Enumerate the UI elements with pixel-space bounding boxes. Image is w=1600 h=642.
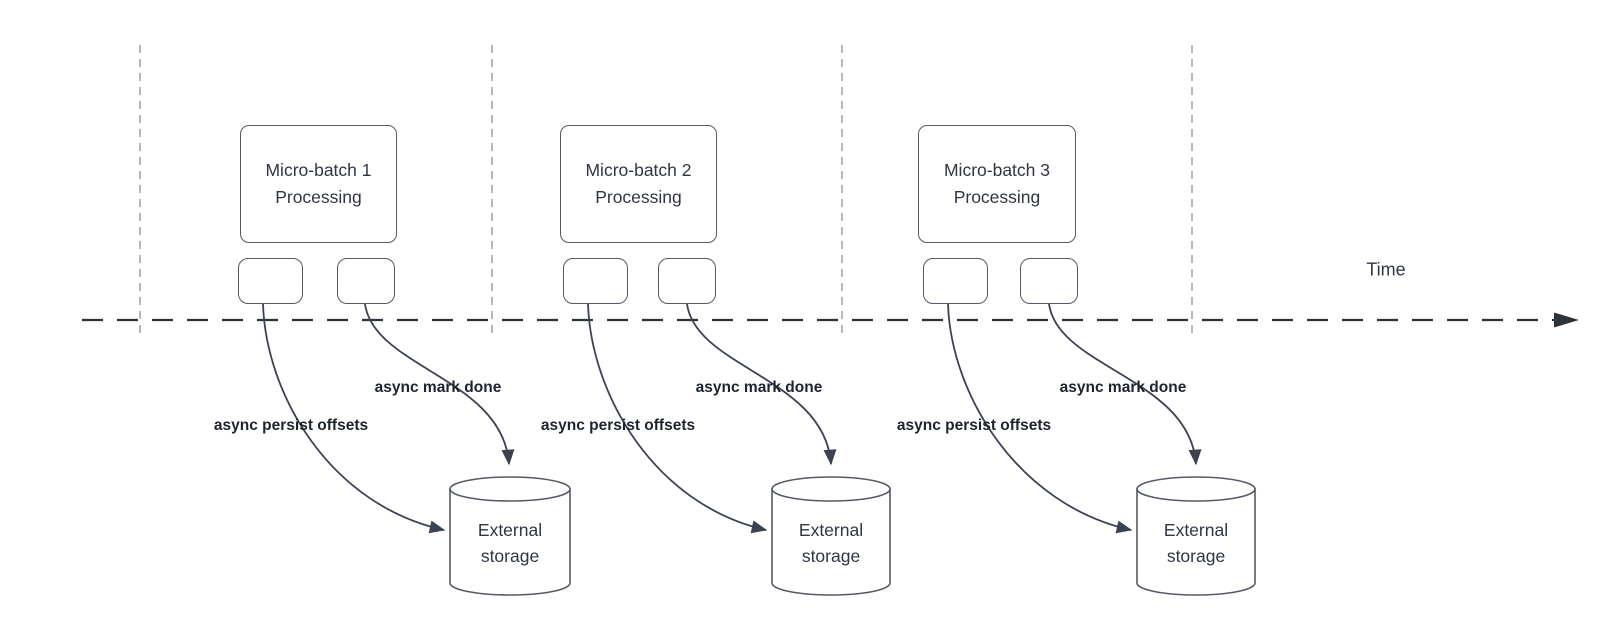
processing-box-title-line1: Micro-batch 3	[943, 160, 1050, 180]
cylinder-body	[1136, 488, 1256, 596]
commit-task-box-3	[1020, 258, 1078, 304]
persist-offsets-label-2: async persist offsets	[540, 417, 696, 434]
mark-done-label-1: async mark done	[374, 379, 502, 396]
cylinder-top	[1136, 476, 1256, 502]
storage-label-line1: External	[1163, 520, 1229, 540]
processing-box-1: Micro-batch 1 Processing	[240, 125, 397, 243]
storage-label-line1: External	[798, 520, 864, 540]
processing-box-title-line2: Processing	[953, 187, 1041, 207]
external-storage-label-1: External storage	[450, 517, 570, 569]
mark-done-label-2: async mark done	[695, 379, 823, 396]
commit-task-box-1	[337, 258, 395, 304]
persist-offsets-label-3: async persist offsets	[896, 417, 1052, 434]
cylinder-top	[771, 476, 891, 502]
storage-label-line1: External	[477, 520, 543, 540]
external-storage-label-3: External storage	[1136, 517, 1256, 569]
persist-offsets-arrow-2	[587, 303, 768, 534]
external-storage-cylinder-1	[449, 476, 571, 596]
mark-done-arrow-2	[686, 303, 837, 466]
external-storage-cylinder-3	[1136, 476, 1256, 596]
processing-box-title-line1: Micro-batch 2	[585, 160, 692, 180]
mark-done-label-3: async mark done	[1059, 379, 1187, 396]
cylinder-body	[771, 488, 891, 596]
cylinder-body	[449, 488, 571, 596]
external-storage-label-2: External storage	[771, 517, 891, 569]
offset-task-box-1	[238, 258, 303, 304]
processing-box-title-line2: Processing	[595, 187, 682, 207]
time-axis-label: Time	[1366, 259, 1406, 280]
mark-done-arrow-3	[1048, 303, 1202, 466]
mark-done-arrow-1	[364, 303, 515, 466]
cylinder-top	[449, 476, 571, 502]
commit-task-box-2	[658, 258, 716, 304]
storage-label-line2: storage	[480, 546, 540, 566]
persist-offsets-arrow-3	[947, 303, 1133, 534]
offset-task-box-3	[923, 258, 988, 304]
storage-label-line2: storage	[801, 546, 861, 566]
timeline-arrowhead	[1554, 312, 1579, 328]
persist-offsets-arrow-1	[262, 303, 446, 534]
processing-box-2: Micro-batch 2 Processing	[560, 125, 717, 243]
offset-task-box-2	[563, 258, 628, 304]
storage-label-line2: storage	[1166, 546, 1226, 566]
processing-box-title-line1: Micro-batch 1	[265, 160, 372, 180]
persist-offsets-label-1: async persist offsets	[213, 417, 369, 434]
processing-box-title-line2: Processing	[275, 187, 362, 207]
external-storage-cylinder-2	[771, 476, 891, 596]
processing-box-3: Micro-batch 3 Processing	[918, 125, 1076, 243]
